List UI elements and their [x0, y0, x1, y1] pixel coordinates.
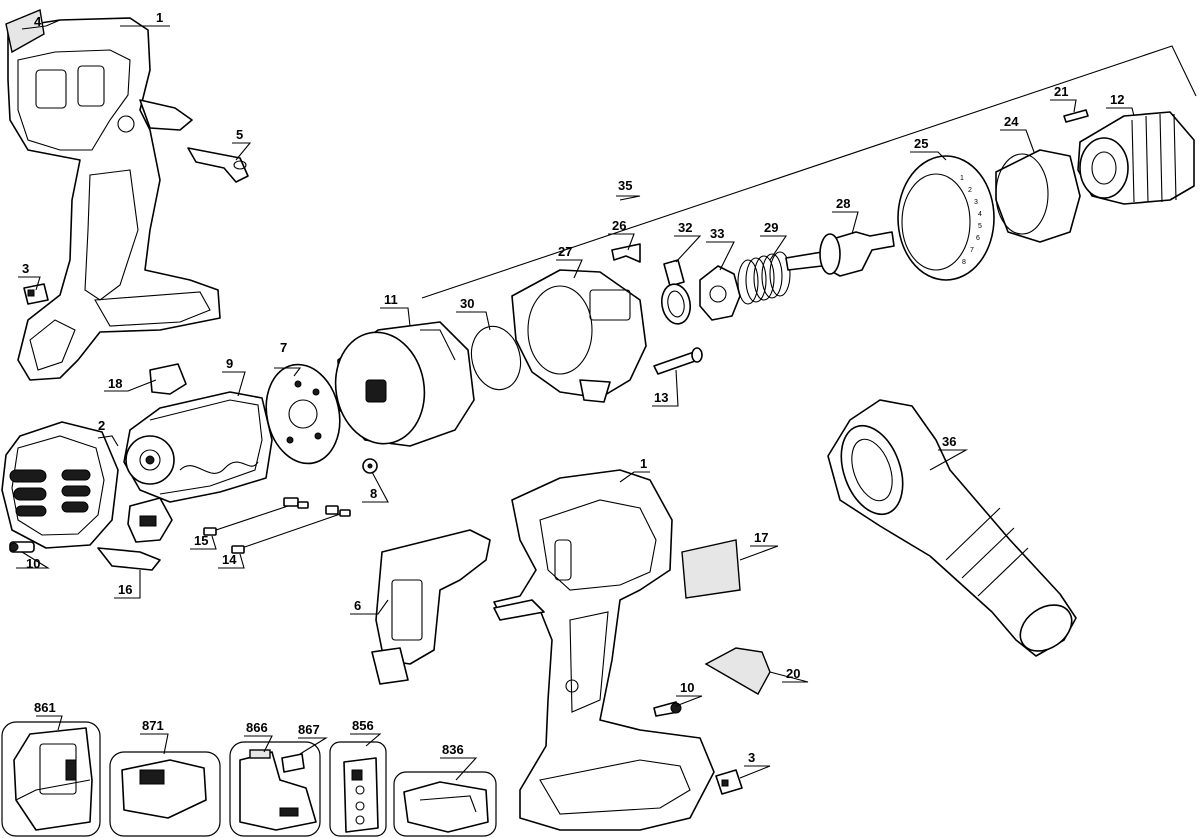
terminal-clip-right [715, 769, 743, 795]
screw-small [362, 458, 378, 474]
grip-pad [704, 647, 771, 695]
retaining-ring [470, 325, 522, 391]
label-part-10-center: 10 [680, 680, 694, 695]
label-part-11: 11 [384, 292, 398, 307]
label-part-27: 27 [558, 244, 572, 259]
label-part-29: 29 [764, 220, 778, 235]
label-part-33: 33 [710, 226, 724, 241]
label-part-28: 28 [836, 196, 850, 211]
keyless-chuck [1077, 111, 1195, 205]
wire-leads [203, 497, 351, 554]
label-part-14: 14 [222, 552, 237, 567]
clutch-spring [737, 251, 791, 305]
label-part-26: 26 [612, 218, 626, 233]
screw-center [653, 701, 682, 717]
label-part-24: 24 [1004, 114, 1019, 129]
motor-assembly [123, 391, 273, 503]
label-part-9: 9 [226, 356, 233, 371]
label-accessory-867: 867 [298, 722, 320, 737]
dial-mark: 1 [960, 175, 964, 182]
label-accessory-856: 856 [352, 718, 374, 733]
dial-mark: 2 [968, 187, 972, 194]
label-part-3-right: 3 [748, 750, 755, 765]
label-part-21: 21 [1054, 84, 1068, 99]
clutch-clip [611, 243, 641, 263]
chuck-sleeve [995, 149, 1081, 243]
accessory-battery-866 [229, 741, 321, 837]
belt-clip [187, 147, 249, 183]
assembly-35-bracket [421, 45, 1197, 299]
screw-left [9, 541, 35, 553]
label-accessory-866: 866 [246, 720, 268, 735]
label-part-13: 13 [654, 390, 668, 405]
label-part-20: 20 [786, 666, 800, 681]
accessory-case-insert-836 [393, 771, 497, 837]
label-part-3-left: 3 [22, 261, 29, 276]
housing-left-half [7, 17, 221, 381]
side-handle [827, 399, 1077, 657]
long-pin [653, 347, 703, 375]
label-part-2: 2 [98, 418, 105, 433]
label-part-12: 12 [1110, 92, 1124, 107]
label-part-30: 30 [460, 296, 474, 311]
dial-mark: 6 [976, 235, 980, 242]
clutch-washer [699, 265, 741, 321]
label-part-10-left: 10 [26, 556, 40, 571]
label-part-8: 8 [370, 486, 377, 501]
dial-mark: 8 [962, 259, 966, 266]
housing-cap [5, 9, 45, 54]
label-part-25: 25 [914, 136, 928, 151]
housing-right-half [493, 469, 715, 831]
label-part-35: 35 [618, 178, 632, 193]
label-accessory-871: 871 [142, 718, 164, 733]
gear-case [511, 269, 647, 403]
label-plate [681, 539, 741, 599]
accessory-bit-holder-856 [329, 741, 387, 837]
brush-holder-top [149, 363, 187, 395]
rear-motor-cover [1, 421, 119, 549]
label-part-1-center: 1 [640, 456, 647, 471]
accessory-battery-cap-867 [281, 753, 305, 773]
brush-holder-bottom [127, 497, 173, 543]
accessory-charger-871 [109, 751, 221, 837]
label-part-18: 18 [108, 376, 122, 391]
gear-housing [334, 321, 475, 447]
clutch-pin [660, 259, 692, 325]
label-part-15: 15 [194, 533, 208, 548]
baffle-plate [265, 363, 341, 465]
label-part-6: 6 [354, 598, 361, 613]
label-part-17: 17 [754, 530, 768, 545]
accessory-kit-box-861 [1, 721, 101, 837]
label-part-7: 7 [280, 340, 287, 355]
dial-mark: 7 [970, 247, 974, 254]
label-accessory-836: 836 [442, 742, 464, 757]
leader-lines [16, 19, 1135, 781]
trigger-switch [371, 529, 491, 685]
part-labels: 4 1 5 3 2 10 18 9 7 8 11 30 27 26 32 33 … [22, 10, 1124, 765]
clutch-collar: 1 2 3 4 5 6 7 8 [897, 155, 995, 281]
dial-mark: 3 [974, 199, 978, 206]
label-part-16: 16 [118, 582, 132, 597]
label-part-4: 4 [34, 14, 42, 29]
terminal-plate [97, 547, 161, 571]
label-part-32: 32 [678, 220, 692, 235]
chuck-screw [1063, 109, 1089, 123]
dial-mark: 4 [978, 211, 982, 218]
terminal-clip-left [23, 283, 49, 305]
dial-mark: 5 [978, 223, 982, 230]
label-part-1-top: 1 [156, 10, 163, 25]
label-accessory-861: 861 [34, 700, 56, 715]
spindle-assembly [785, 231, 895, 277]
label-part-5: 5 [236, 127, 243, 142]
label-part-36: 36 [942, 434, 956, 449]
